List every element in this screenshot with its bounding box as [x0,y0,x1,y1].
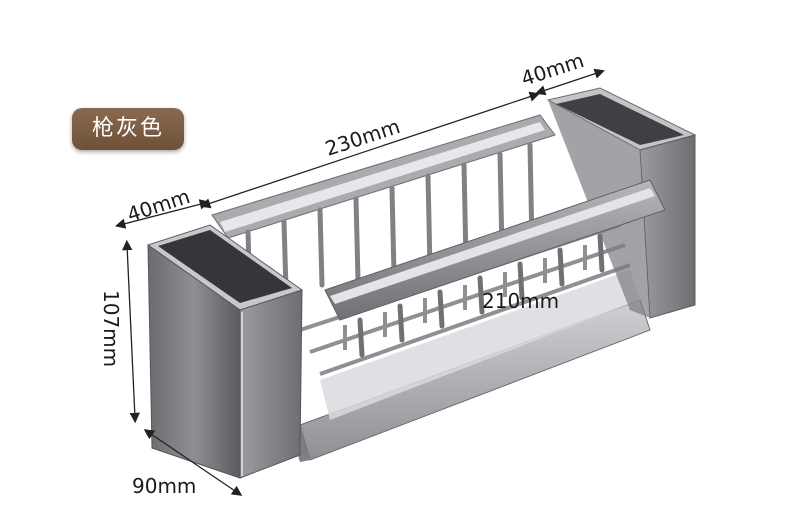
color-badge: 枪灰色 [72,108,184,150]
dimension-left-cup: 40mm [124,184,193,227]
dimension-top-length: 230mm [322,114,403,161]
dimension-lines [114,68,605,496]
basket-front-bar [324,179,666,358]
dimension-right-cup: 40mm [518,48,587,91]
left-cup [146,224,304,479]
dimension-height: 107mm [99,290,123,367]
dimension-depth: 90mm [132,474,196,498]
dimension-inner-length: 210mm [482,289,559,313]
